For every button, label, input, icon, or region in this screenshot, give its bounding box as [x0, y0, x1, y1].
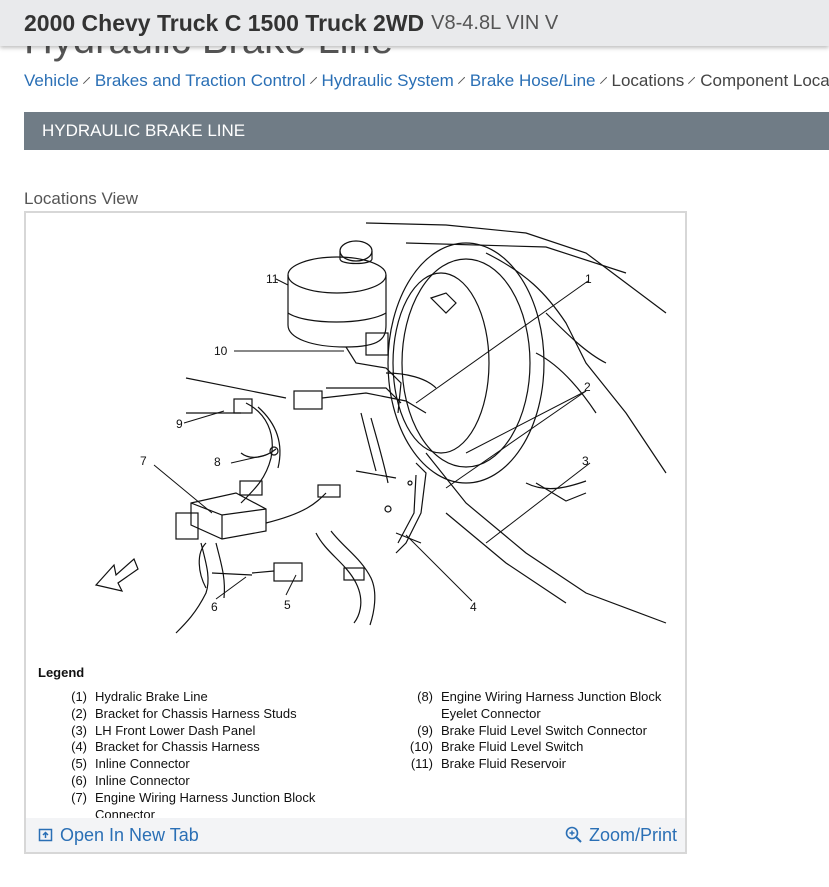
- section-header: HYDRAULIC BRAKE LINE: [24, 112, 829, 150]
- legend-item: (11)Brake Fluid Reservoir: [410, 756, 566, 772]
- callout-2: 2: [584, 380, 591, 394]
- component-diagram[interactable]: 11 10 9 8 7 6 5 4 3 2 1: [26, 213, 685, 658]
- chevron-right-icon: [599, 76, 607, 84]
- section-title: HYDRAULIC BRAKE LINE: [42, 121, 246, 140]
- zoom-print-button[interactable]: Zoom/Print: [565, 825, 677, 846]
- brake-line-diagram: 11 10 9 8 7 6 5 4 3 2 1: [94, 222, 667, 634]
- legend-item: (7)Engine Wiring Harness Junction Block …: [71, 789, 316, 822]
- view-label: Locations View: [24, 189, 139, 208]
- open-in-new-tab-icon: [38, 828, 53, 842]
- callout-8: 8: [214, 455, 221, 469]
- vehicle-model: 2000 Chevy Truck C 1500 Truck 2WD: [24, 9, 425, 36]
- breadcrumb-brakes[interactable]: Brakes and Traction Control: [94, 71, 306, 90]
- callout-9: 9: [176, 417, 183, 431]
- zoom-print-label: Zoom/Print: [588, 824, 677, 845]
- direction-arrow-icon: [94, 557, 139, 592]
- legend-item: (10)Brake Fluid Level Switch: [409, 739, 584, 755]
- locations-figure: 11 10 9 8 7 6 5 4 3 2 1 Legend (1)Hydral…: [24, 211, 687, 854]
- chevron-right-icon: [457, 76, 465, 84]
- vehicle-header: 2000 Chevy Truck C 1500 Truck 2WD V8-4.8…: [0, 0, 829, 46]
- legend-item: (3)LH Front Lower Dash Panel: [71, 722, 256, 738]
- callout-6: 6: [211, 600, 218, 614]
- figure-footer: Open In New Tab Zoom/Print: [26, 818, 685, 852]
- callout-3: 3: [582, 454, 589, 468]
- breadcrumb-brake-hose[interactable]: Brake Hose/Line: [469, 71, 596, 90]
- vehicle-engine: V8-4.8L VIN V: [431, 11, 559, 34]
- legend-item: (6)Inline Connector: [71, 772, 190, 788]
- legend-item: (8)Engine Wiring Harness Junction Block …: [417, 689, 662, 721]
- chevron-right-icon: [688, 76, 696, 84]
- legend-left-column: (1)Hydralic Brake Line (2)Bracket for Ch…: [62, 689, 362, 823]
- callout-1: 1: [585, 272, 592, 286]
- callout-5: 5: [284, 598, 291, 612]
- legend-item: (9)Brake Fluid Level Switch Connector: [417, 722, 647, 738]
- callout-10: 10: [214, 344, 228, 358]
- breadcrumb-component-locations: Component Locations: [700, 71, 829, 90]
- breadcrumb: Vehicle Brakes and Traction Control Hydr…: [24, 70, 829, 92]
- legend-title: Legend: [38, 665, 85, 680]
- open-in-new-tab-button[interactable]: Open In New Tab: [38, 825, 199, 846]
- breadcrumb-vehicle[interactable]: Vehicle: [24, 71, 79, 90]
- legend-item: (1)Hydralic Brake Line: [71, 689, 208, 704]
- zoom-in-icon: [565, 826, 582, 843]
- breadcrumb-locations: Locations: [611, 71, 685, 90]
- legend-item: (2)Bracket for Chassis Harness Studs: [71, 705, 297, 721]
- legend-item: (4)Bracket for Chassis Harness: [71, 739, 260, 755]
- chevron-right-icon: [82, 76, 90, 84]
- callout-11: 11: [266, 272, 279, 286]
- callout-4: 4: [470, 600, 477, 614]
- chevron-right-icon: [309, 76, 317, 84]
- callout-7: 7: [140, 454, 147, 468]
- legend-right-column: (8)Engine Wiring Harness Junction Block …: [408, 689, 688, 773]
- breadcrumb-hydraulic-system[interactable]: Hydraulic System: [321, 71, 454, 90]
- legend-item: (5)Inline Connector: [71, 756, 190, 772]
- open-in-new-tab-label: Open In New Tab: [60, 824, 199, 845]
